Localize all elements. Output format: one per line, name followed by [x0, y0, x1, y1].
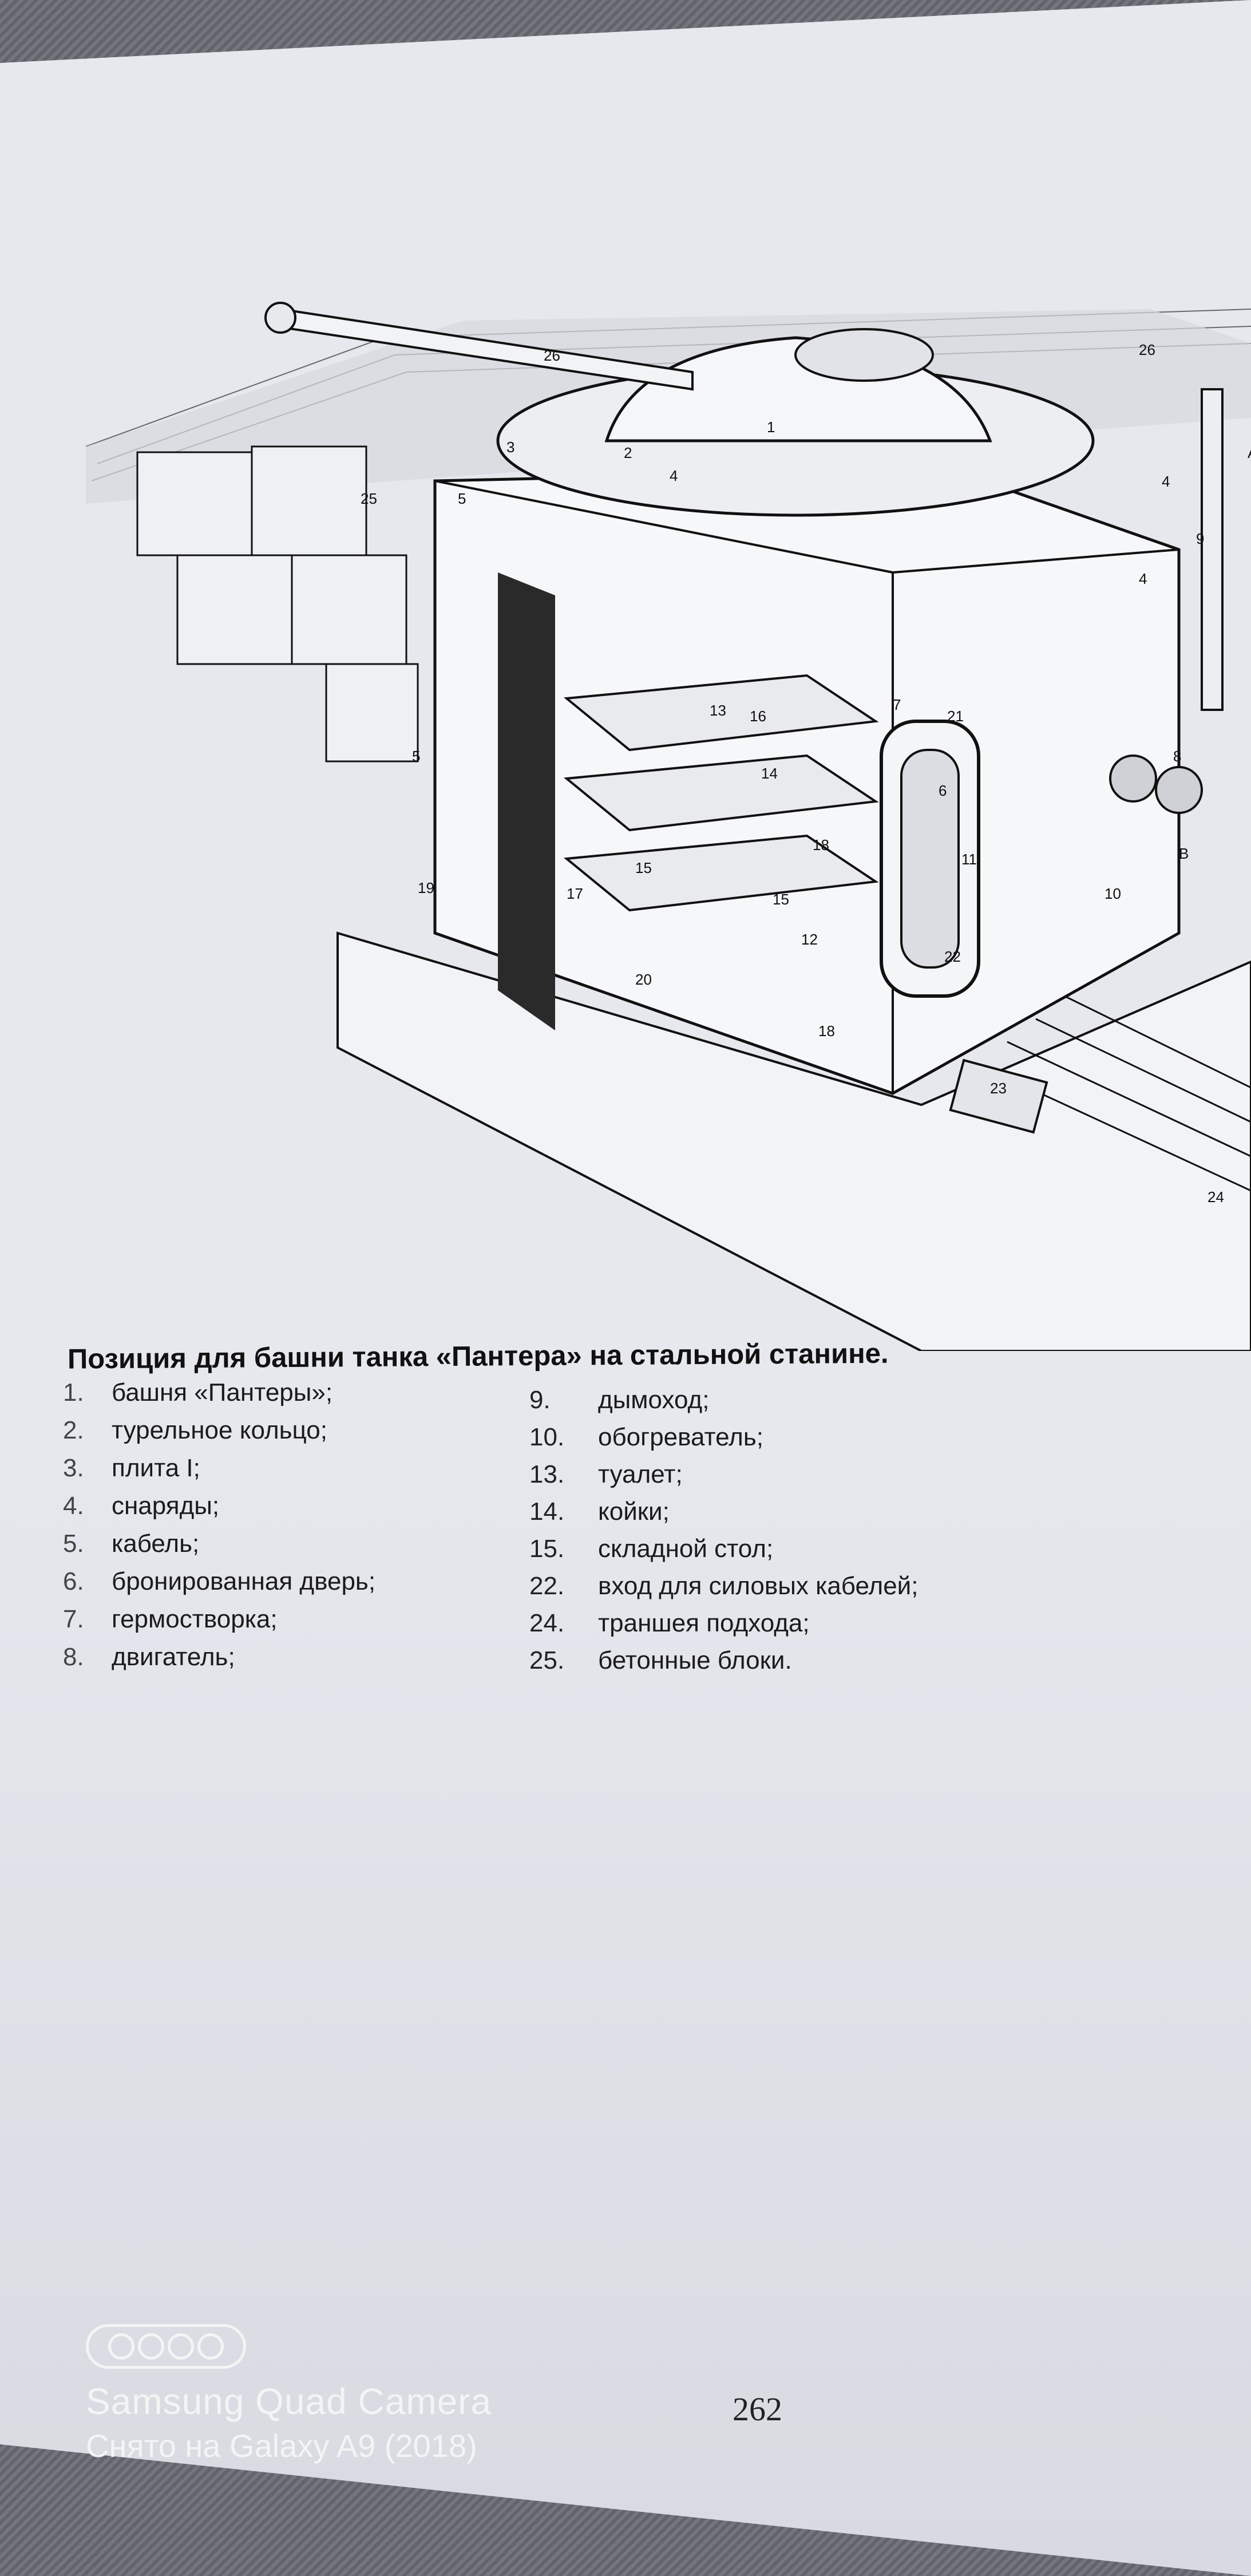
legend-item-text: гермостворка; [112, 1605, 278, 1633]
legend-item-text: турельное кольцо; [112, 1416, 327, 1444]
legend-item-number: 7. [63, 1605, 84, 1633]
legend-item-text: кабель; [112, 1530, 200, 1558]
diagram-callout-label: 21 [947, 708, 964, 725]
diagram-callout-label: 12 [801, 931, 818, 948]
camera-watermark: Samsung Quad Camera Снято на Galaxy A9 (… [86, 2324, 492, 2464]
diagram-callout-label: B [1179, 845, 1189, 862]
legend-item: 22. вход для силовых кабелей; [529, 1567, 918, 1605]
legend-item-text: вход для силовых кабелей; [598, 1572, 919, 1600]
page-number: 262 [733, 2391, 782, 2428]
legend-item-number: 9. [529, 1386, 551, 1414]
legend-left-column: 1. башня «Пантеры»; 2. турельное кольцо; 3… [63, 1374, 375, 1676]
legend-item-text: бетонные блоки. [598, 1646, 792, 1674]
legend-item: 4. снаряды; [63, 1487, 375, 1525]
legend-item-number: 15. [529, 1535, 565, 1563]
legend-item-number: 2. [63, 1416, 84, 1444]
legend-item-text: обогреватель; [598, 1423, 764, 1451]
legend-item: 6. бронированная дверь; [63, 1563, 375, 1601]
legend-item: 13. туалет; [529, 1456, 918, 1493]
diagram-callout-label: 14 [761, 765, 778, 782]
legend-item: 7. гермостворка; [63, 1601, 375, 1638]
diagram-callout-label: 6 [939, 782, 947, 799]
diagram-callout-label: 7 [893, 696, 901, 713]
diagram-callout-label: 25 [361, 490, 377, 507]
legend-item: 1. башня «Пантеры»; [63, 1374, 375, 1412]
diagram-callout-label: 2 [624, 444, 632, 461]
diagram-callout-label: 16 [750, 708, 766, 725]
legend-item: 3. плита I; [63, 1449, 375, 1487]
watermark-line2: Снято на Galaxy A9 (2018) [86, 2428, 477, 2464]
legend-item-text: дымоход; [598, 1386, 710, 1414]
legend-item-number: 10. [529, 1423, 565, 1451]
diagram-callout-label: 18 [813, 836, 829, 854]
legend-item-number: 5. [63, 1530, 84, 1558]
legend-item-number: 24. [529, 1609, 565, 1637]
legend-item-number: 4. [63, 1492, 84, 1520]
diagram-callout-label: 17 [567, 885, 583, 902]
diagram-callout-label: 3 [506, 438, 514, 456]
diagram-callout-label: 15 [635, 859, 652, 876]
legend-item-text: складной стол; [598, 1535, 774, 1563]
legend-item-number: 8. [63, 1643, 84, 1671]
legend-item-text: траншея подхода; [598, 1609, 810, 1637]
diagram-callout-label: 26 [544, 347, 560, 364]
legend-item-text: башня «Пантеры»; [112, 1378, 333, 1406]
diagram-callout-label: 9 [1196, 530, 1204, 547]
diagram-callout-label: 4 [1162, 473, 1170, 490]
legend-item-number: 25. [529, 1646, 565, 1674]
legend-item-text: двигатель; [112, 1643, 235, 1671]
diagram-callout-label: 5 [412, 748, 420, 765]
legend-item: 10. обогреватель; [529, 1419, 918, 1456]
legend-right-column: 9. дымоход; 10. обогреватель; 13. туалет; 1… [529, 1381, 918, 1679]
legend-item: 9. дымоход; [529, 1381, 918, 1419]
diagram-callout-label: A [1248, 444, 1251, 461]
diagram-callout-label: 19 [418, 879, 434, 896]
legend-item-text: бронированная дверь; [112, 1567, 376, 1595]
diagram-callout-label: 22 [944, 948, 961, 965]
diagram-callout-label: 26 [1139, 341, 1155, 358]
legend-item-number: 6. [63, 1567, 84, 1595]
diagram-callout-label: 15 [773, 891, 789, 908]
watermark-line1: Samsung Quad Camera [86, 2381, 492, 2422]
legend-item: 14. койки; [529, 1493, 918, 1530]
quad-camera-logo-icon [86, 2324, 246, 2369]
legend-item-number: 3. [63, 1454, 84, 1482]
legend-item-text: снаряды; [112, 1492, 220, 1520]
diagram-callout-label: 24 [1208, 1188, 1224, 1206]
diagram-callout-label: 11 [961, 851, 977, 868]
legend-item: 5. кабель; [63, 1525, 375, 1563]
diagram-callout-label: 5 [458, 490, 466, 507]
legend-item: 8. двигатель; [63, 1638, 375, 1676]
legend-item-number: 22. [529, 1572, 565, 1600]
diagram-callout-label: 4 [670, 467, 678, 484]
diagram-callout-label: 20 [635, 971, 652, 988]
legend-item-number: 13. [529, 1460, 565, 1488]
diagram-callout-label: 18 [818, 1022, 835, 1040]
diagram-callout-label: 23 [990, 1080, 1007, 1097]
legend-item-number: 1. [63, 1378, 84, 1406]
legend-item: 2. турельное кольцо; [63, 1412, 375, 1449]
diagram-callout-label: 10 [1104, 885, 1121, 902]
legend-item: 25. бетонные блоки. [529, 1642, 918, 1679]
legend-item-text: койки; [598, 1498, 670, 1526]
diagram-callout-label: 13 [710, 702, 726, 719]
legend-item: 24. траншея подхода; [529, 1605, 918, 1642]
diagram-callout-label: 8 [1173, 748, 1181, 765]
legend-item-text: плита I; [112, 1454, 200, 1482]
diagram-callout-label: 4 [1139, 570, 1147, 587]
diagram-callout-label: 1 [767, 418, 775, 436]
legend-item: 15. складной стол; [529, 1530, 918, 1567]
legend-item-text: туалет; [598, 1460, 683, 1488]
legend-item-number: 14. [529, 1498, 565, 1526]
